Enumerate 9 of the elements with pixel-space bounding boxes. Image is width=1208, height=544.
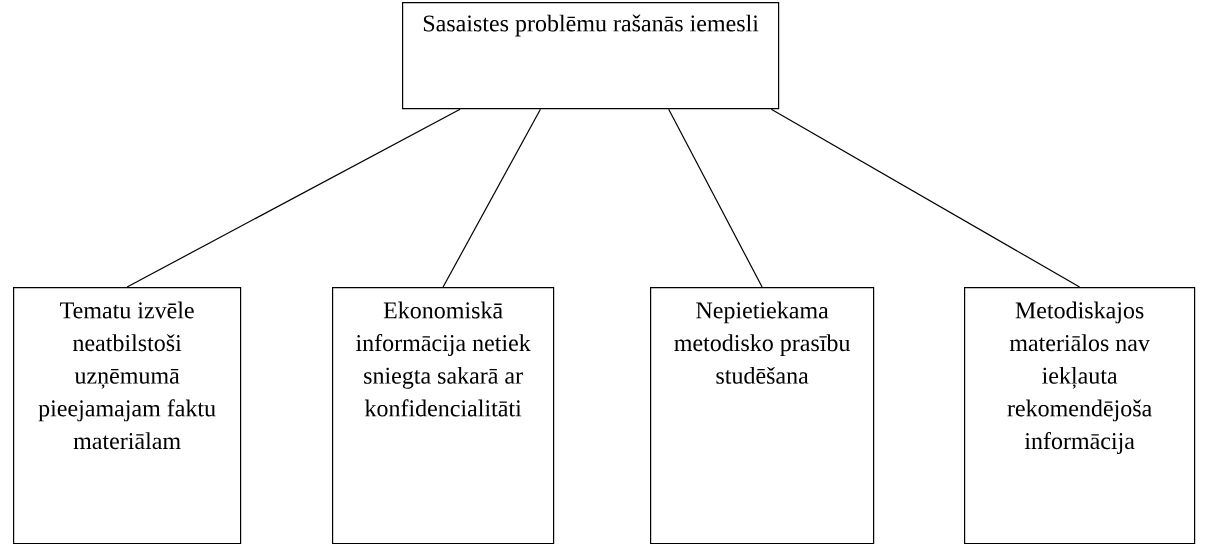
cause-box: Ekonomiskā informācija netiek sniegta sakarā ar konfidencialitāti bbox=[332, 287, 555, 544]
root-box: Sasaistes problēmu rašanās iemesli bbox=[402, 2, 780, 110]
cause-box: Tematu izvēle neatbilstoši uzņēmumā pieejamajam faktu materiālam bbox=[13, 287, 242, 544]
cause-box: Metodiskajos materiālos nav iekļauta rekomendējoša informācija bbox=[964, 287, 1196, 544]
cause-box: Nepietiekama metodisko prasību studēšana bbox=[650, 287, 875, 544]
connector-line bbox=[668, 108, 763, 288]
connector-line bbox=[126, 108, 461, 288]
connector-line bbox=[442, 108, 542, 288]
connector-line bbox=[770, 108, 1081, 288]
